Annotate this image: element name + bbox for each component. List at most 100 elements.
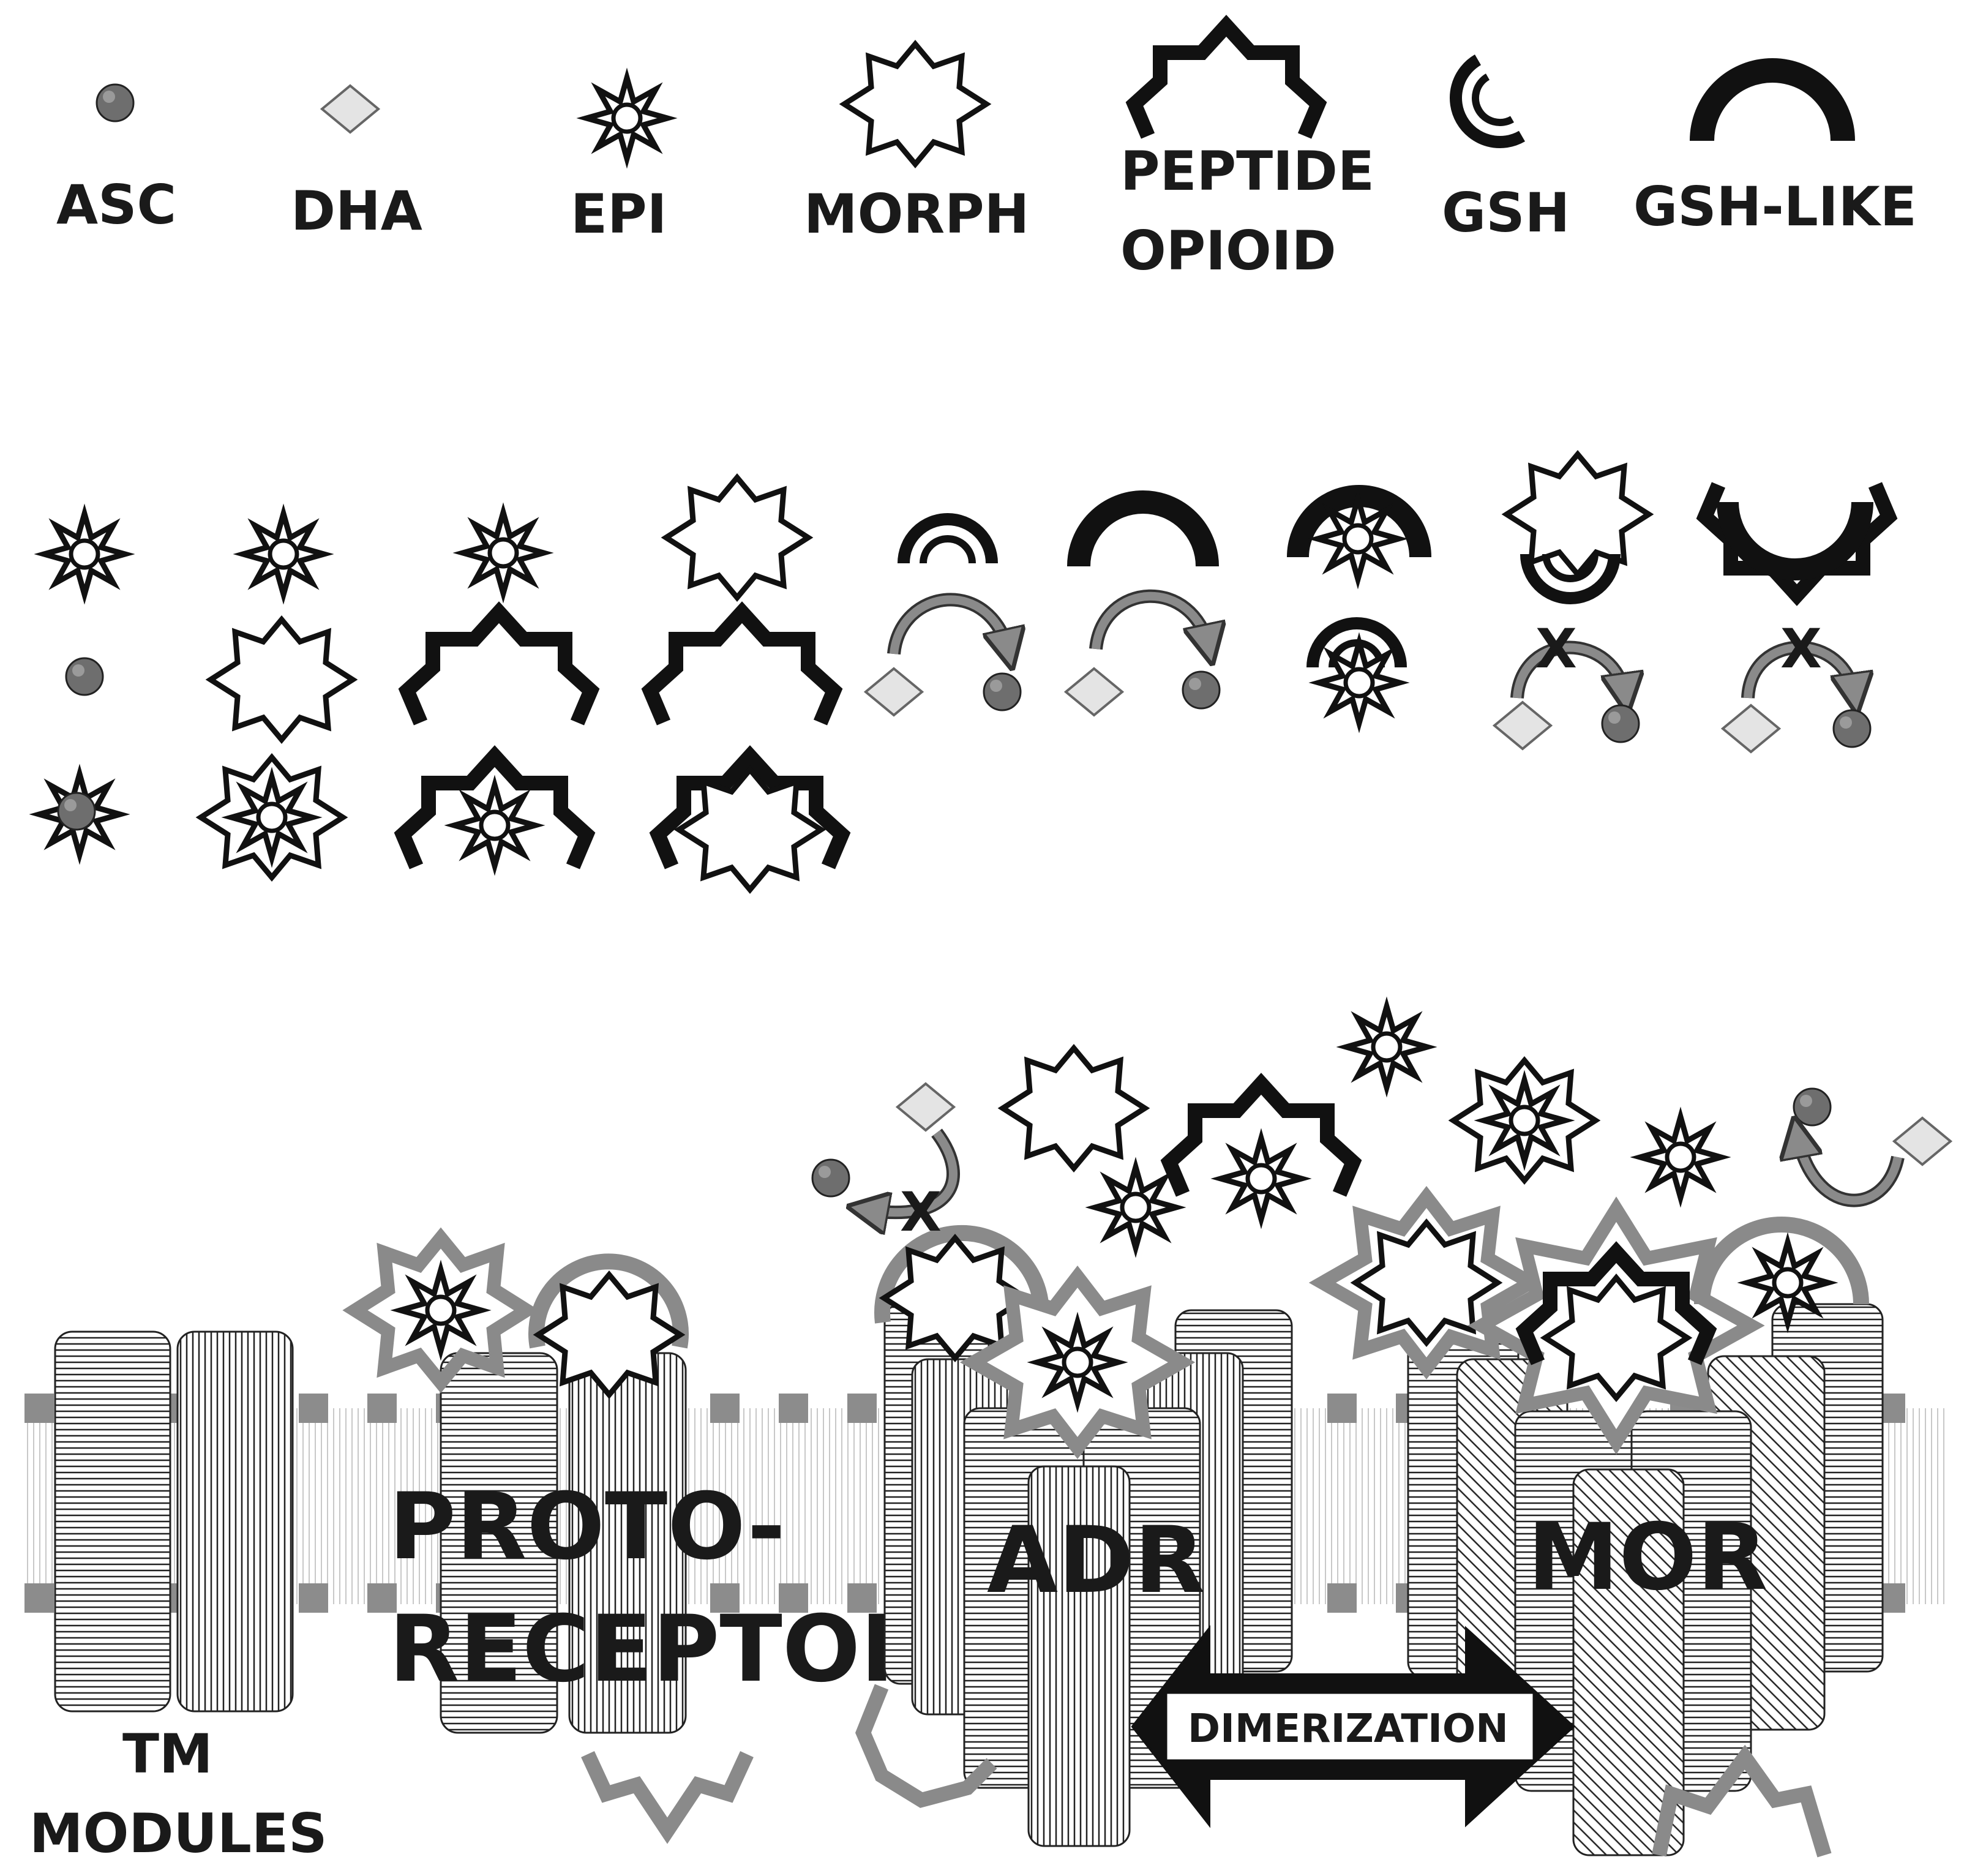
mor-helix [1572, 1468, 1685, 1856]
epi-icon [231, 777, 312, 858]
dha-icon [321, 84, 380, 133]
mor-peptide-site [1467, 1196, 1765, 1455]
morph-icon [1003, 1048, 1145, 1168]
asc-icon [1182, 670, 1221, 710]
epi-icon [1346, 1007, 1427, 1087]
membrane-head-square [1327, 1394, 1357, 1423]
blocked-mark: X [900, 1180, 942, 1244]
dha-icon [1065, 667, 1123, 716]
asc-icon [811, 1158, 850, 1198]
peptide-opioid-icon [407, 612, 591, 722]
recycling-arrow [1797, 1133, 1902, 1205]
membrane-head-square [847, 1394, 877, 1423]
mor-label: MOR [1527, 1504, 1767, 1611]
dha-icon [896, 1082, 955, 1131]
gsh-icon [904, 519, 992, 563]
epi-legend-item: EPI [571, 78, 667, 246]
epi-icon [1640, 1117, 1721, 1198]
morph-label: MORPH [804, 182, 1029, 246]
morph-blocks-gsh-column: X [1493, 454, 1649, 750]
epi-label: EPI [571, 182, 667, 246]
epi-icon [1095, 1167, 1176, 1248]
dha-legend-item: DHA [291, 84, 422, 242]
epi-peptide-column [403, 512, 591, 866]
peptide-blocks-gsh-like-column: X [1705, 485, 1889, 753]
protoreceptor-label-line1: PROTO- [389, 1474, 785, 1580]
dimerization-label: DIMERIZATION [1188, 1706, 1509, 1752]
peptide-opioid-label-line2: OPIOID [1120, 219, 1336, 282]
recycling-arrow [890, 595, 1009, 654]
membrane-head-square [710, 1583, 740, 1613]
gsh-icon [1440, 60, 1522, 159]
epi-icon [1221, 1138, 1302, 1219]
epi-icon [587, 78, 667, 159]
asc-icon [1601, 704, 1640, 743]
intracellular-peptide-site [581, 1750, 754, 1844]
recycling-arrow [1092, 591, 1209, 649]
gsh-like-recycling-column [1065, 490, 1221, 716]
intracellular-morph-site [855, 1684, 997, 1808]
tm-module [54, 1330, 171, 1713]
extracellular-ligands: X [811, 1007, 1952, 1248]
protoreceptor-label-line2: RECEPTOR [389, 1596, 931, 1703]
gsh-label: GSH [1442, 181, 1570, 244]
epi-icon [243, 514, 324, 595]
asc-icon [983, 672, 1022, 711]
asc-label: ASC [56, 173, 176, 236]
morph-icon [666, 478, 808, 598]
gsh-like-legend-item: GSH-LIKE [1633, 58, 1917, 238]
gsh-like-icon [1690, 58, 1855, 141]
membrane-head-square [367, 1394, 397, 1423]
protoreceptor: PROTO- RECEPTOR [342, 1227, 931, 1844]
intracellular-peptide-site [1652, 1744, 1832, 1858]
peptide-opioid-icon [1134, 26, 1318, 136]
tm-modules-label-line1: TM [122, 1722, 213, 1785]
asc-icon [65, 657, 104, 696]
dimerization-label-box [1165, 1692, 1535, 1762]
tm-modules-label-line2: MODULES [29, 1802, 327, 1865]
membrane-head-square [299, 1394, 328, 1423]
asc-icon [57, 792, 96, 831]
membrane-head-square [299, 1583, 328, 1613]
membrane-head-square [779, 1583, 808, 1613]
membrane-head-square [24, 1394, 54, 1423]
epi-icon [1484, 1080, 1565, 1161]
peptide-opioid-icon [650, 612, 834, 722]
peptide-opioid-label-line1: PEPTIDE [1120, 140, 1374, 203]
epi-icon [1317, 498, 1398, 579]
epi-asc-column [39, 514, 125, 855]
peptide-opioid-legend-item: PEPTIDE OPIOID [1120, 26, 1374, 282]
dha-icon [1722, 704, 1780, 753]
morph-peptide-column [650, 478, 842, 890]
asc-icon [1832, 709, 1872, 748]
asc-legend-item: ASC [56, 83, 176, 236]
epi-icon [1319, 642, 1400, 723]
dha-icon [1893, 1117, 1952, 1166]
recycling-arrow [1513, 643, 1625, 699]
epi-icon [44, 514, 125, 595]
morph-icon [211, 620, 353, 740]
asc-icon [1793, 1087, 1832, 1127]
epi-icon [463, 512, 544, 593]
adr-gsh-site [874, 1225, 1049, 1358]
membrane-head-square [24, 1583, 54, 1613]
asc-icon [96, 83, 135, 122]
bound-morph-site [528, 1253, 689, 1395]
gsh-legend-item: GSH [1440, 60, 1570, 244]
gsh-like-label: GSH-LIKE [1633, 175, 1917, 238]
membrane-head-square [847, 1583, 877, 1613]
dimerization-arrow: DIMERIZATION [1131, 1625, 1575, 1828]
morph-legend-item: MORPH [804, 44, 1029, 246]
mor-gsh-like-epi-site [1694, 1217, 1869, 1323]
recycling-arrow [863, 1130, 958, 1212]
adr-receptor: ADR [855, 1225, 1293, 1847]
legend: ASC DHA EPI MORPH PEPTIDE OPIOID GSH GSH [56, 26, 1917, 282]
membrane-head-square [1327, 1583, 1357, 1613]
dha-label: DHA [291, 179, 422, 242]
gsh-recycling-column [864, 519, 1022, 716]
tm-modules: TM MODULES [29, 1330, 327, 1865]
adr-helix [1027, 1465, 1131, 1847]
recycling-arrow [1744, 643, 1855, 699]
adr-label: ADR [987, 1507, 1205, 1614]
